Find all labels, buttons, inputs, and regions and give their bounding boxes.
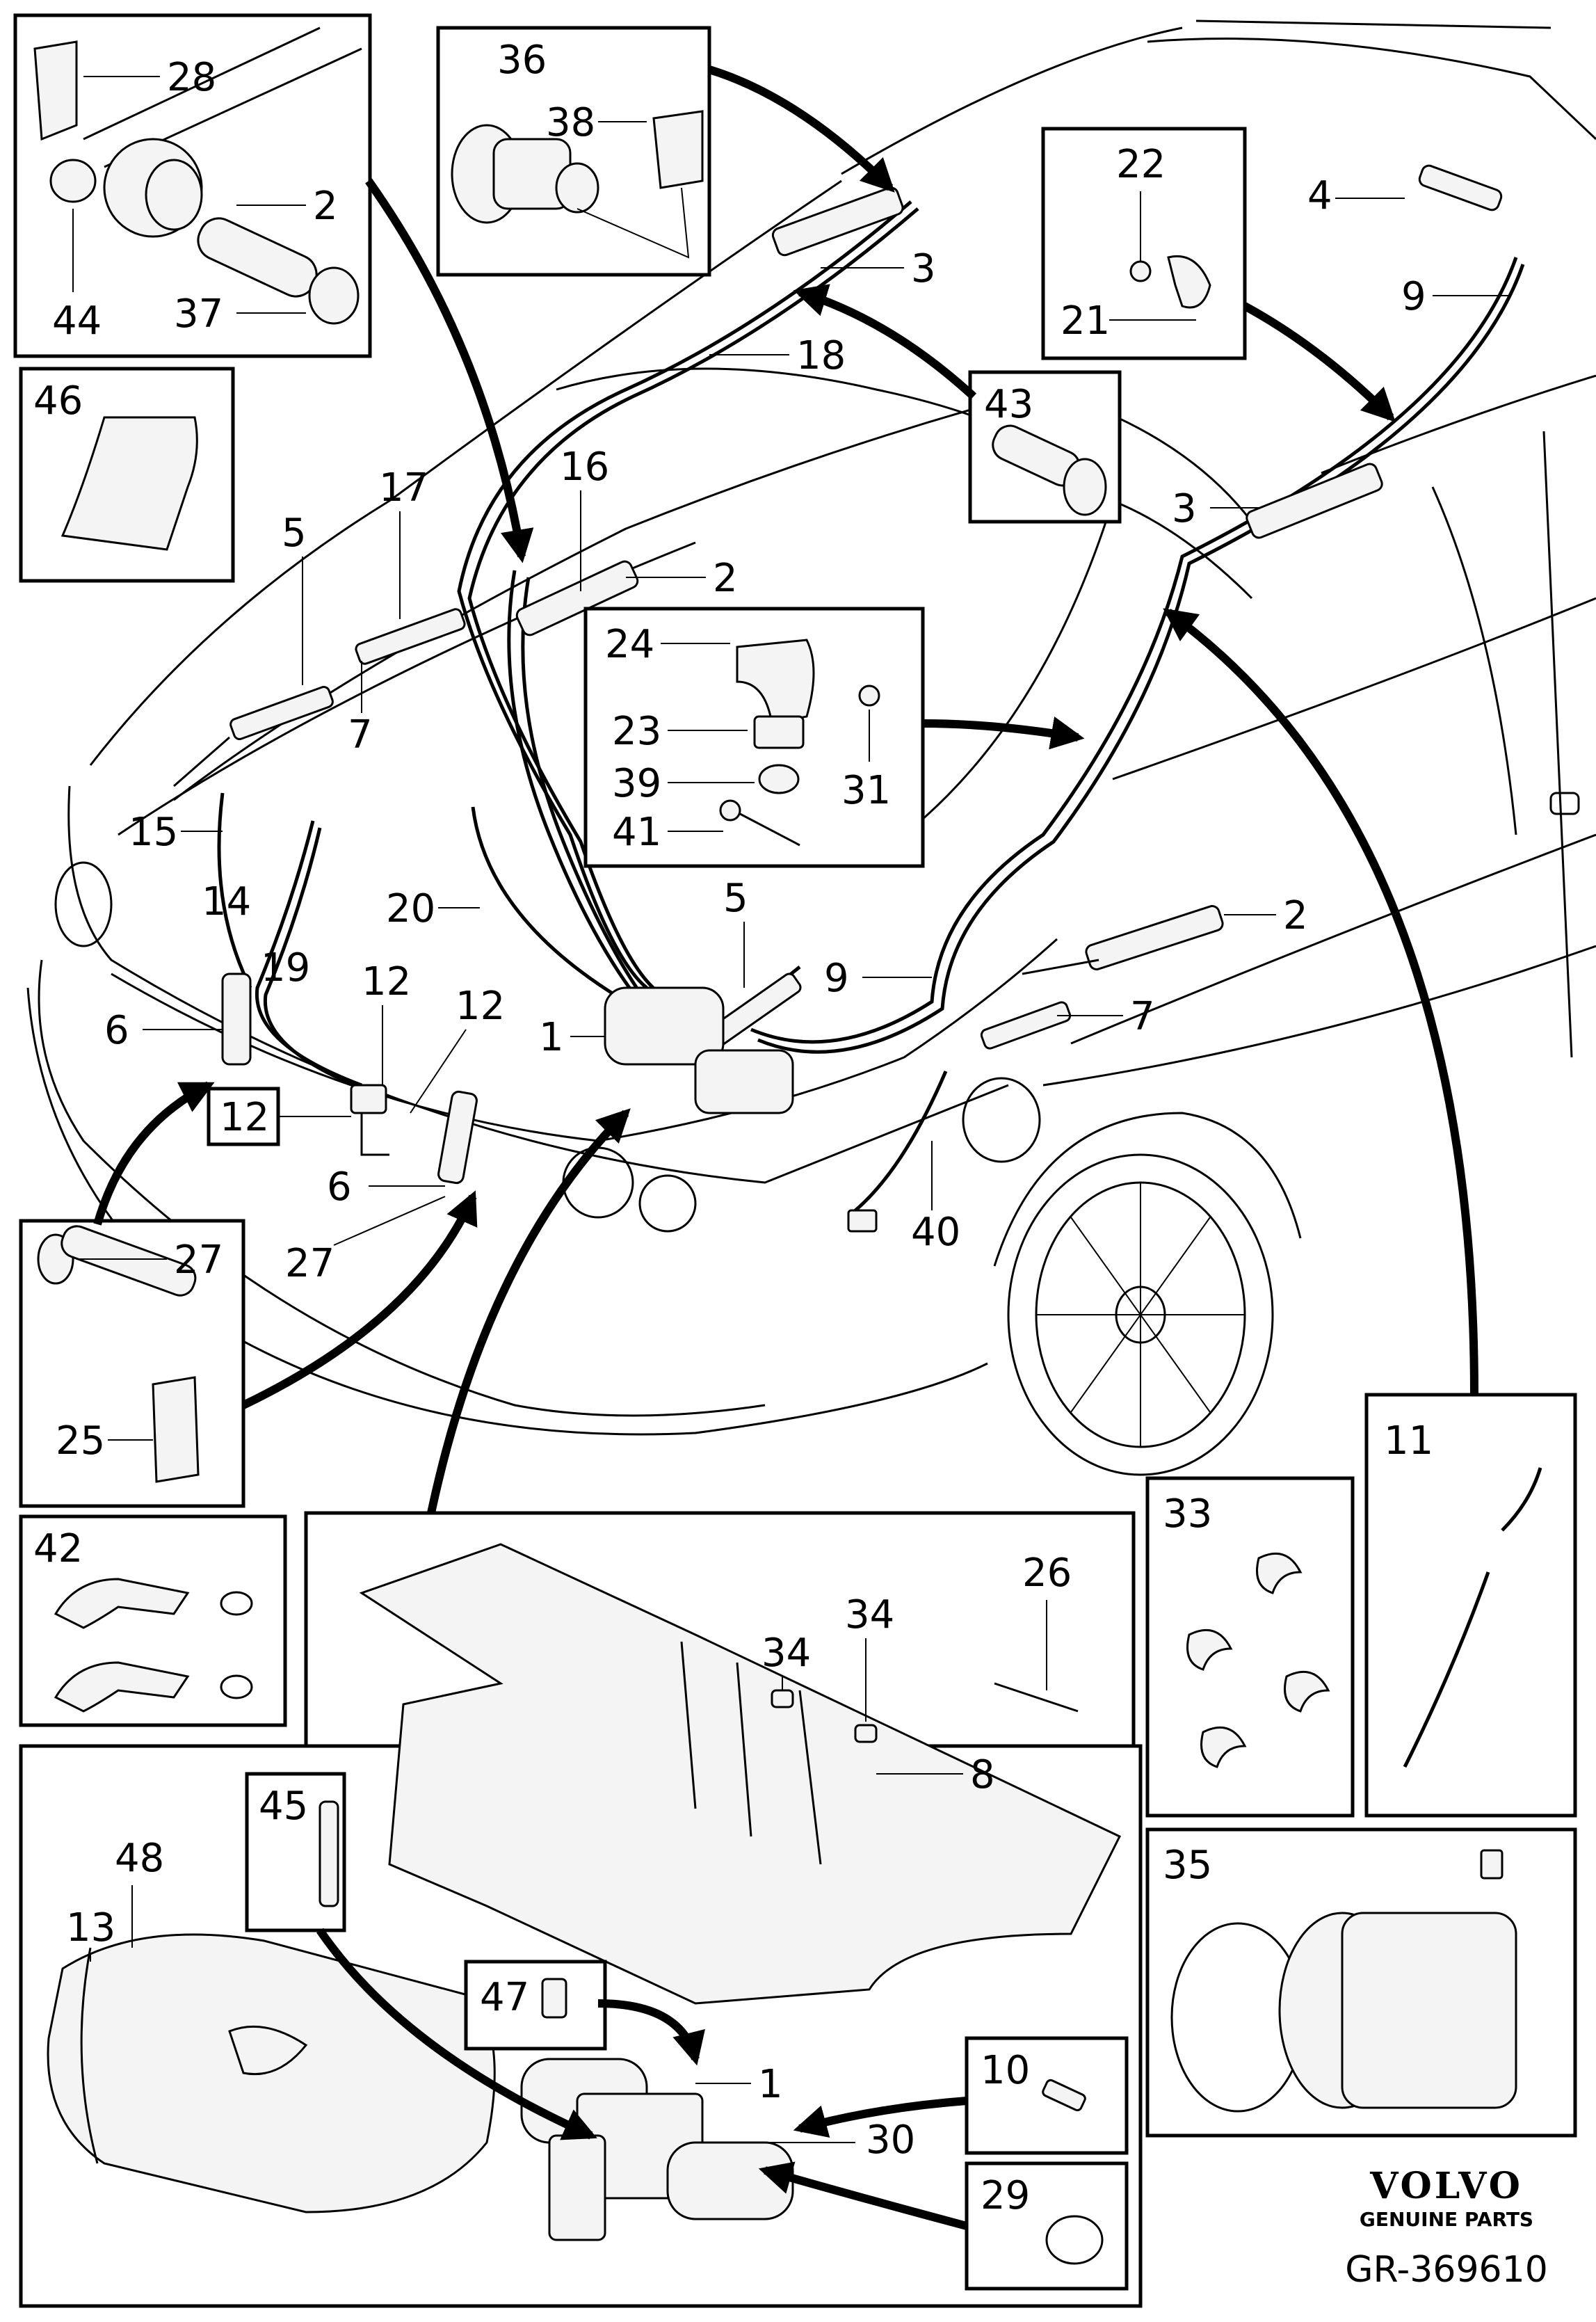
callout-12: 12: [456, 984, 505, 1029]
callout-1: 1: [539, 1015, 564, 1060]
inset-22-21: 22 21: [1041, 127, 1247, 360]
callout-6: 6: [327, 1164, 352, 1210]
callout-2: 2: [713, 556, 738, 601]
callout-16: 16: [560, 445, 609, 490]
callout-9: 9: [1401, 274, 1426, 319]
inset-46: 46: [19, 367, 235, 583]
callout-46: 46: [33, 378, 83, 424]
callout-12: 12: [362, 959, 411, 1004]
callout-40: 40: [911, 1210, 960, 1255]
callout-31: 31: [841, 768, 891, 813]
callout-7: 7: [1130, 994, 1155, 1039]
callout-28: 28: [167, 55, 216, 100]
callout-24: 24: [605, 622, 654, 667]
callout-27: 27: [174, 1238, 223, 1283]
brand-block: VOLVO GENUINE PARTS GR-369610: [1345, 2165, 1548, 2291]
inset-24-31-23-39-41: 24 31 23 39 41: [583, 607, 925, 868]
callout-5: 5: [723, 876, 748, 921]
callout-48: 48: [115, 1836, 164, 1881]
inset-11: 11: [1364, 1393, 1577, 1818]
callout-26: 26: [1022, 1551, 1072, 1596]
callout-41: 41: [612, 810, 661, 855]
inset-33: 33: [1145, 1476, 1355, 1818]
callout-11: 11: [1384, 1418, 1433, 1464]
callout-9: 9: [824, 956, 849, 1001]
callout-3: 3: [1172, 486, 1197, 531]
callout-13: 13: [66, 1905, 115, 1951]
callout-15: 15: [129, 810, 178, 855]
callout-25: 25: [56, 1418, 105, 1464]
callout-1: 1: [758, 2062, 783, 2107]
callout-35: 35: [1163, 1843, 1212, 1888]
callout-21: 21: [1061, 298, 1110, 344]
callout-27: 27: [285, 1241, 334, 1286]
callout-36: 36: [497, 38, 547, 83]
callout-39: 39: [612, 761, 661, 806]
drawing-id: GR-369610: [1345, 2249, 1548, 2291]
callout-3: 3: [911, 246, 936, 291]
callout-37: 37: [174, 291, 223, 337]
callout-38: 38: [546, 100, 595, 145]
callout-5: 5: [282, 511, 307, 556]
volvo-logo: VOLVO: [1369, 2165, 1523, 2207]
callout-23: 23: [612, 709, 661, 754]
callout-22: 22: [1116, 142, 1166, 187]
leader-arrows: [93, 65, 1478, 2230]
car-body-outline: [26, 19, 1596, 1476]
callout-34: 34: [761, 1631, 811, 1676]
callout-2: 2: [1283, 893, 1308, 938]
callout-42: 42: [33, 1526, 83, 1571]
callout-47: 47: [480, 1975, 529, 2020]
callout-17: 17: [379, 465, 428, 511]
callout-7: 7: [348, 712, 373, 758]
brand-tagline: GENUINE PARTS: [1360, 2208, 1533, 2231]
callout-10: 10: [981, 2048, 1030, 2093]
callout-43: 43: [984, 382, 1033, 427]
inset-36-38: 36 38: [436, 26, 711, 277]
callout-6: 6: [104, 1008, 129, 1053]
callout-14: 14: [202, 879, 251, 924]
callout-4: 4: [1307, 173, 1332, 218]
inset-35: 35: [1145, 1827, 1577, 2138]
callout-45: 45: [259, 1784, 308, 1829]
inset-28-2-44-37: 28 2 44 37: [13, 13, 372, 358]
inset-43: 43: [968, 370, 1122, 524]
inset-27-25: 27 25: [19, 1219, 245, 1508]
callout-30: 30: [866, 2117, 915, 2163]
hydraulic-cylinders: [173, 164, 1503, 1233]
callout-2: 2: [313, 184, 338, 229]
callout-20: 20: [386, 886, 435, 931]
main-callouts: 4 9 3 18 3 17 16 2 5 7 15 14 19 20 5 2 9…: [104, 173, 1509, 1286]
callout-8: 8: [970, 1752, 995, 1797]
callout-33: 33: [1163, 1491, 1212, 1537]
callout-19: 19: [261, 945, 310, 991]
hydraulic-hoses: [217, 200, 1525, 1226]
callout-29: 29: [981, 2173, 1030, 2218]
callout-34: 34: [845, 1592, 894, 1638]
callout-12: 12: [220, 1095, 269, 1140]
inset-42: 42: [19, 1514, 287, 1727]
callout-44: 44: [52, 298, 102, 344]
inset-main-assembly: 34 34 26 8 45 48 13 47 1 30 10: [19, 1511, 1143, 2308]
callout-18: 18: [796, 333, 846, 378]
